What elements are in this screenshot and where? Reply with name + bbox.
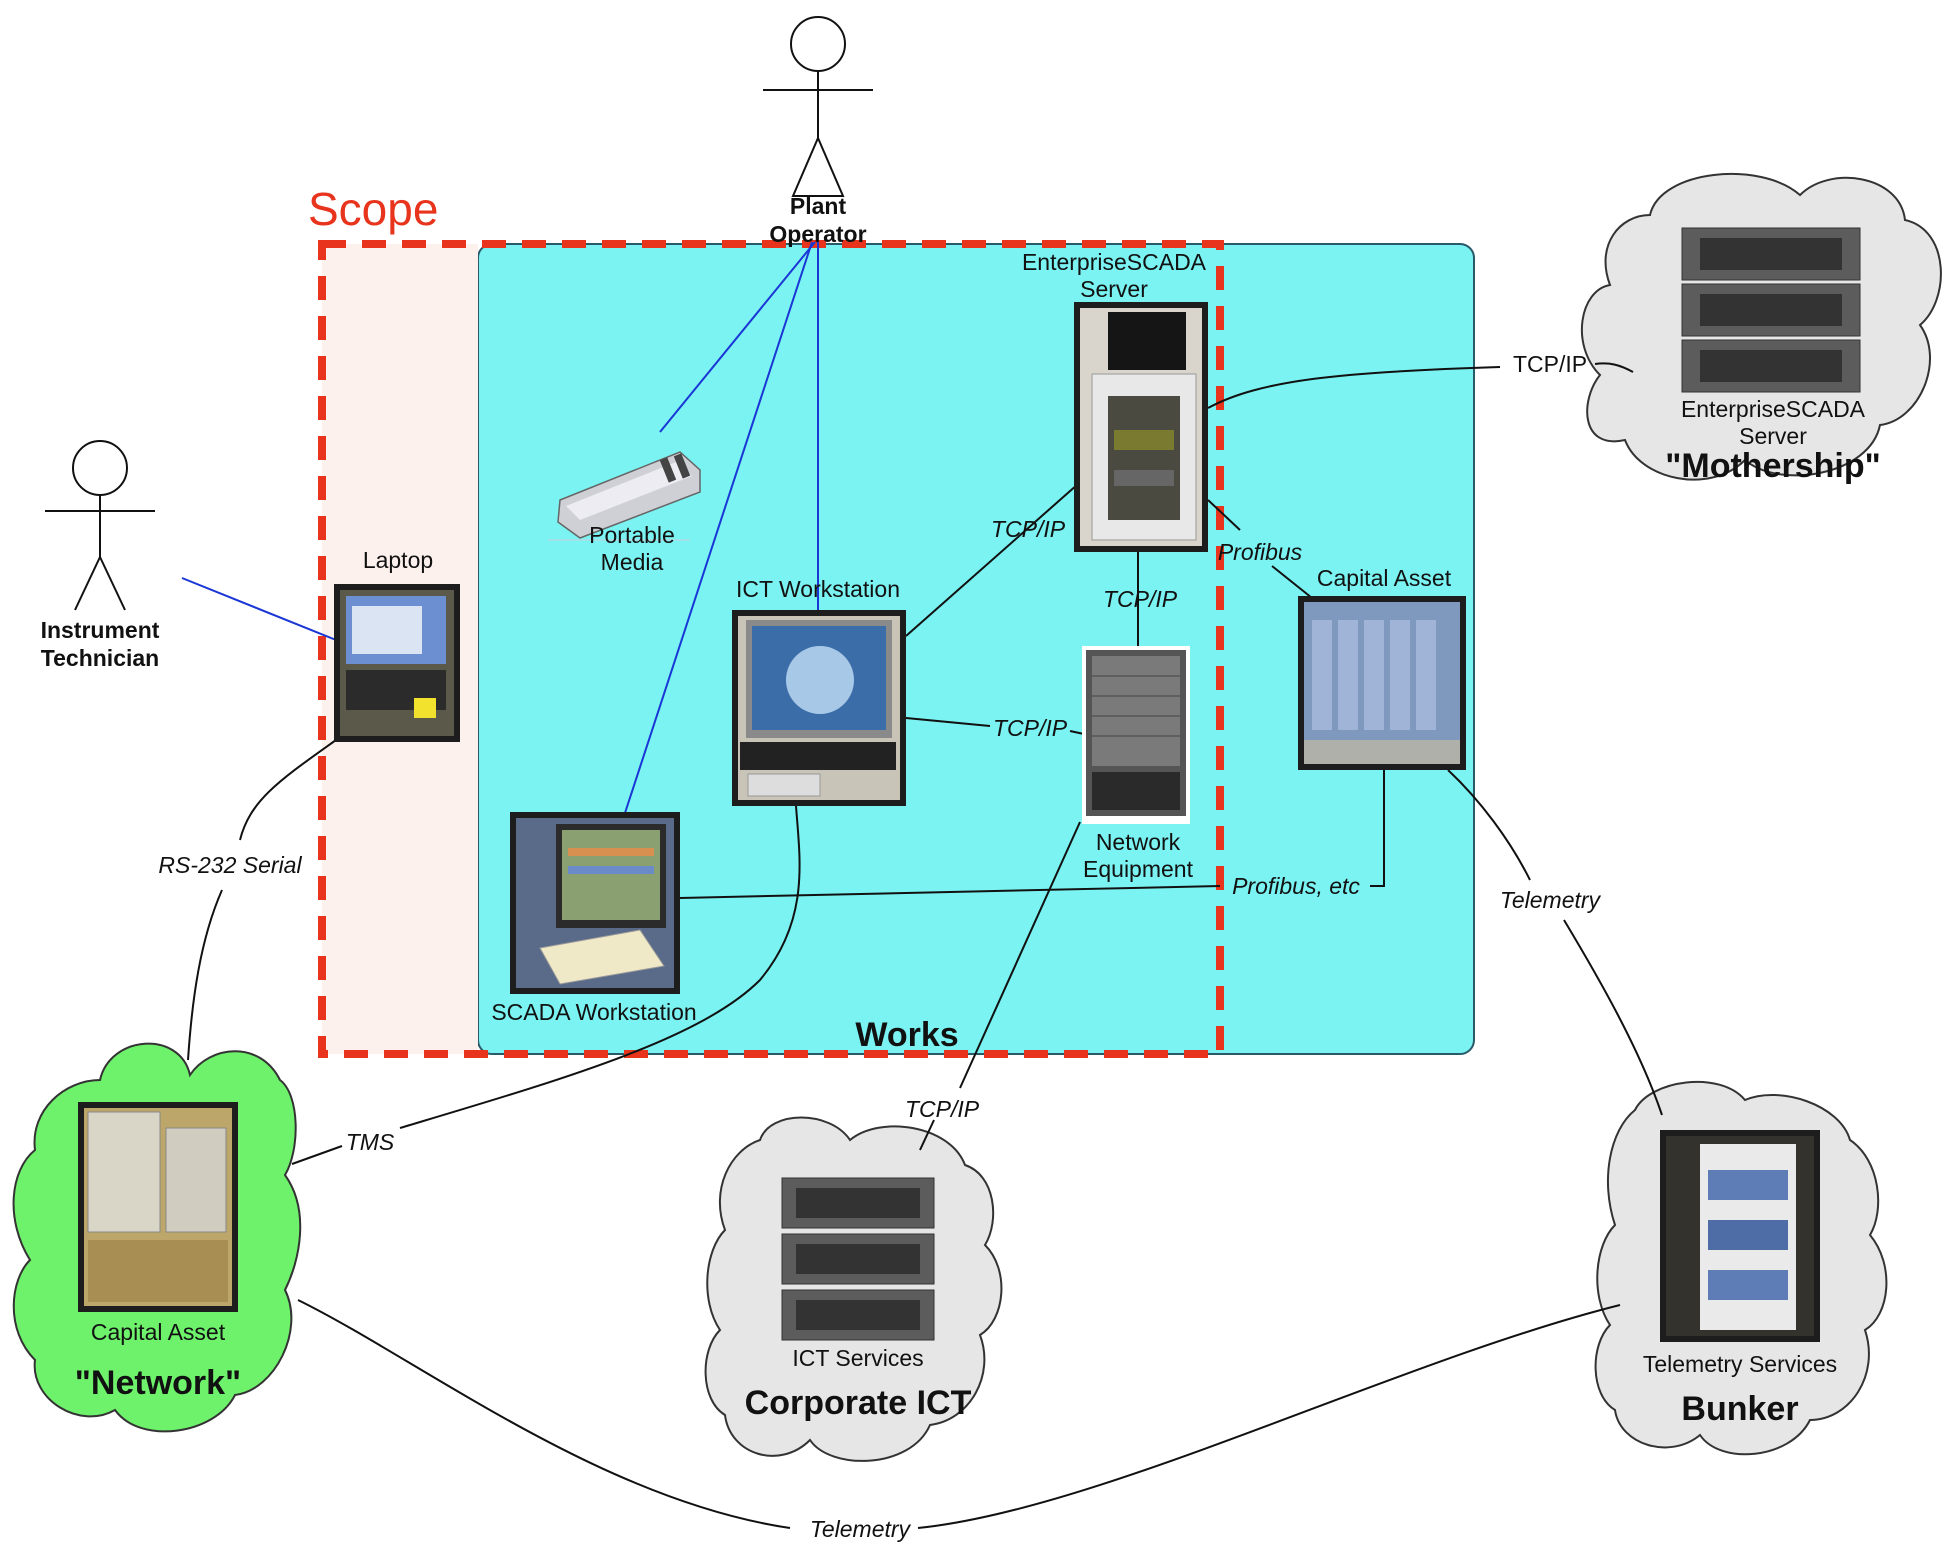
link-laptop-network-tail (187, 889, 223, 1061)
network-title: "Network" (75, 1364, 241, 1402)
scada-workstation-photo (510, 812, 680, 994)
label-capital-bunker: Telemetry (1500, 887, 1602, 913)
enterprise-server-label-2: Server (1080, 276, 1148, 302)
network-equipment-label-1: Network (1096, 829, 1181, 855)
scope-border (318, 240, 1224, 1058)
label-server-mothership: TCP/IP (1513, 351, 1587, 377)
bunker-caption: Telemetry Services (1643, 1351, 1837, 1377)
instrument-technician-actor (45, 440, 155, 611)
mothership-caption-1: EnterpriseSCADA (1681, 396, 1866, 422)
mothership-title: "Mothership" (1665, 447, 1880, 485)
label-ict-server: TCP/IP (991, 516, 1066, 542)
link-network-bunker-tail (917, 1304, 1621, 1529)
link-server-capital-tail (1271, 565, 1313, 599)
corporate-ict-servers-photo (781, 1177, 935, 1341)
link-server-capital (1207, 499, 1241, 531)
link-server-mothership (1207, 366, 1501, 409)
corporate-ict-title: Corporate ICT (745, 1384, 972, 1422)
link-tms-network (291, 1145, 343, 1165)
enterprise-server-label-1: EnterpriseSCADA (1022, 249, 1207, 275)
operator-link-media (659, 241, 816, 433)
link-ict-server (905, 483, 1079, 637)
label-network-corporate: TCP/IP (905, 1096, 980, 1122)
label-scada-capital: Profibus, etc (1232, 873, 1360, 899)
link-network-bunker (297, 1299, 791, 1529)
link-ict-network-tail (1069, 730, 1085, 735)
mothership-caption-2: Server (1739, 423, 1807, 449)
link-ict-tms (399, 805, 801, 1129)
capital-asset-works-label: Capital Asset (1317, 565, 1452, 591)
scada-workstation-label: SCADA Workstation (491, 999, 696, 1025)
mothership-servers-photo (1681, 227, 1861, 393)
link-scada-capital-tail (1370, 770, 1385, 887)
technician-label-1: Instrument (41, 617, 160, 643)
network-asset-photo (78, 1102, 238, 1312)
scope-title: Scope (308, 183, 438, 235)
plant-operator-label-2: Operator (769, 221, 866, 247)
plant-operator-head-icon (790, 16, 846, 72)
link-network-corporate (959, 821, 1081, 1089)
ict-workstation-photo (732, 610, 906, 806)
link-capital-bunker (1447, 769, 1531, 881)
network-equipment-photo (1082, 646, 1190, 824)
network-equipment-label-2: Equipment (1083, 856, 1194, 882)
technician-link-laptop (181, 577, 337, 641)
label-ict-network: TCP/IP (993, 715, 1068, 741)
corporate-ict-caption: ICT Services (792, 1345, 923, 1371)
laptop-photo (334, 584, 460, 742)
enterprise-server-photo (1074, 302, 1208, 552)
link-ict-network (905, 717, 991, 727)
link-mothership-label-tail (1594, 362, 1634, 373)
link-scada-capital (679, 885, 1221, 899)
network-caption: Capital Asset (91, 1319, 226, 1345)
plant-operator-label-1: Plant (790, 193, 847, 219)
portable-media-label-1: Portable (589, 522, 675, 548)
portable-media-label-2: Media (601, 549, 664, 575)
link-capital-bunker-tail (1563, 919, 1663, 1116)
plant-operator-actor (763, 16, 873, 197)
label-server-network: TCP/IP (1103, 586, 1178, 612)
label-laptop-network: RS-232 Serial (158, 852, 302, 878)
bunker-title: Bunker (1681, 1390, 1798, 1428)
capital-asset-works-photo (1298, 596, 1466, 770)
technician-label-2: Technician (41, 645, 159, 671)
link-laptop-network (239, 739, 337, 841)
label-ict-tms: TMS (346, 1129, 395, 1155)
label-server-capital: Profibus (1218, 539, 1303, 565)
label-network-bunker: Telemetry (810, 1516, 912, 1542)
technician-head-icon (72, 440, 128, 496)
bunker-rack-photo (1660, 1130, 1820, 1342)
portable-media-photo (548, 451, 701, 541)
operator-link-scada (623, 241, 813, 817)
laptop-label: Laptop (363, 547, 433, 573)
ict-workstation-label: ICT Workstation (736, 576, 900, 602)
link-network-corporate-tail (919, 1119, 935, 1151)
works-title: Works (855, 1016, 958, 1054)
